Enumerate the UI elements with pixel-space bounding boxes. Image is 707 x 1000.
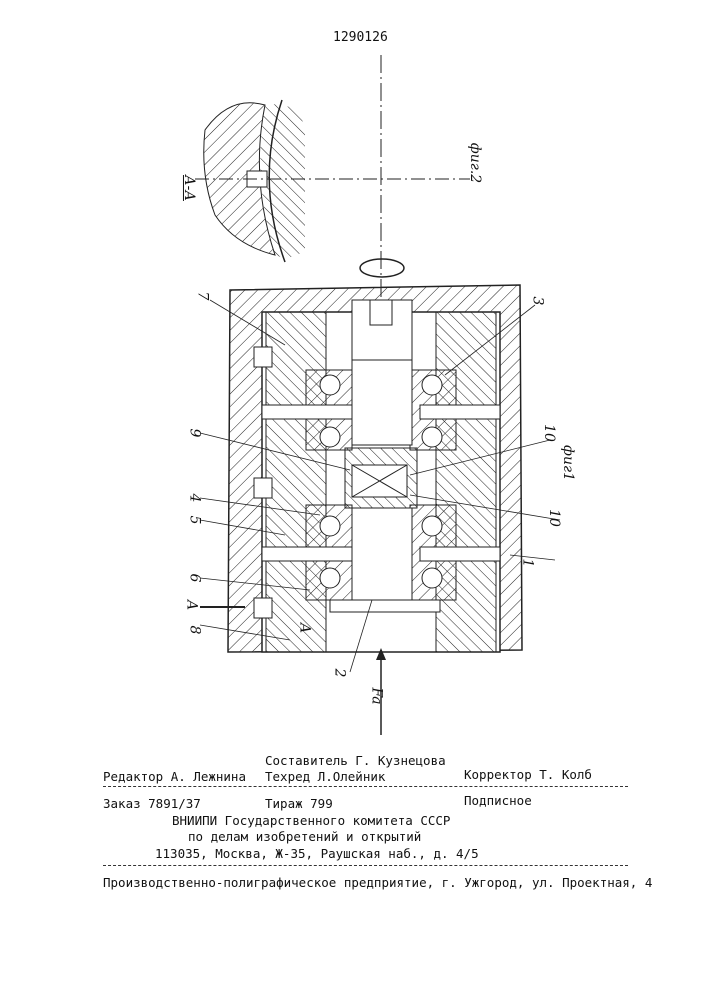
part-number-3: 3 bbox=[529, 297, 545, 306]
part-number-7: 7 bbox=[194, 292, 210, 301]
org-line2: по делам изобретений и открытий bbox=[188, 829, 421, 844]
subscription: Подписное bbox=[464, 793, 532, 808]
circulation: Тираж 799 bbox=[265, 796, 333, 811]
address: 113035, Москва, Ж-35, Раушская наб., д. … bbox=[155, 846, 479, 861]
tech-editor: Техред Л.Олейник bbox=[265, 769, 385, 784]
section-label: А-А bbox=[181, 175, 197, 201]
part-number-5: 5 bbox=[186, 516, 202, 525]
part-number-1: 1 bbox=[519, 559, 535, 568]
part-number-4: 4 bbox=[186, 494, 202, 503]
fig1-assembly bbox=[200, 285, 560, 735]
part-number-8: 8 bbox=[186, 626, 202, 635]
rotation-arrow-icon bbox=[360, 259, 404, 277]
fig2-label: фиг.2 bbox=[467, 143, 483, 183]
corrector: Корректор Т. Колб bbox=[464, 767, 592, 782]
fig2-section-view bbox=[195, 100, 470, 262]
divider bbox=[103, 865, 628, 866]
divider bbox=[103, 786, 628, 787]
part-number-10-bottom: 10 bbox=[546, 509, 562, 527]
org-line1: ВНИИПИ Государственного комитета СССР bbox=[172, 813, 450, 828]
section-mark-a-right: А bbox=[296, 623, 312, 634]
part-number-9: 9 bbox=[186, 429, 202, 438]
force-label: Fa bbox=[369, 687, 385, 704]
fig1-label: фиг1 bbox=[560, 445, 576, 481]
part-number-2: 2 bbox=[331, 669, 347, 678]
compiler: Составитель Г. Кузнецова bbox=[265, 753, 446, 768]
editor: Редактор А. Лежнина bbox=[103, 769, 246, 784]
part-number-6: 6 bbox=[186, 574, 202, 583]
section-mark-a-left: А bbox=[183, 600, 199, 611]
part-number-10-top: 10 bbox=[541, 424, 557, 442]
order: Заказ 7891/37 bbox=[103, 796, 201, 811]
printer: Производственно-полиграфическое предприя… bbox=[103, 875, 652, 890]
